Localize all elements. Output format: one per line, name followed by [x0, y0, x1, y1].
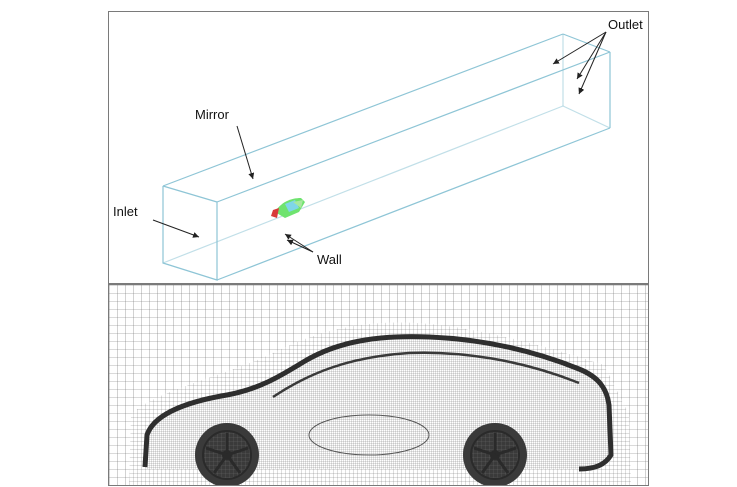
domain-box [162, 33, 611, 281]
mirror-label: Mirror [195, 107, 229, 122]
outlet-arrow-1 [552, 31, 607, 65]
mesh-diagram [109, 285, 648, 485]
outlet-arrow-2 [576, 31, 607, 80]
domain-panel: Outlet Mirror Inlet Wall [108, 11, 649, 284]
mirror-arrow [236, 125, 255, 180]
inlet-arrow [152, 219, 200, 238]
car-model [271, 198, 305, 218]
mesh-panel [108, 284, 649, 486]
domain-box-diagram [152, 31, 611, 281]
wall-arrow-2 [286, 239, 314, 253]
wall-label: Wall [317, 252, 342, 267]
side-panel-oval [308, 414, 430, 456]
outlet-label: Outlet [608, 17, 643, 32]
window-line [272, 351, 580, 399]
car-outline [142, 334, 614, 472]
inlet-label: Inlet [113, 204, 138, 219]
outlet-arrow-3 [578, 31, 607, 95]
rear-wheel [463, 423, 527, 485]
leader-arrows [152, 31, 607, 253]
wall-arrow-1 [284, 233, 314, 253]
front-wheel [195, 423, 259, 485]
